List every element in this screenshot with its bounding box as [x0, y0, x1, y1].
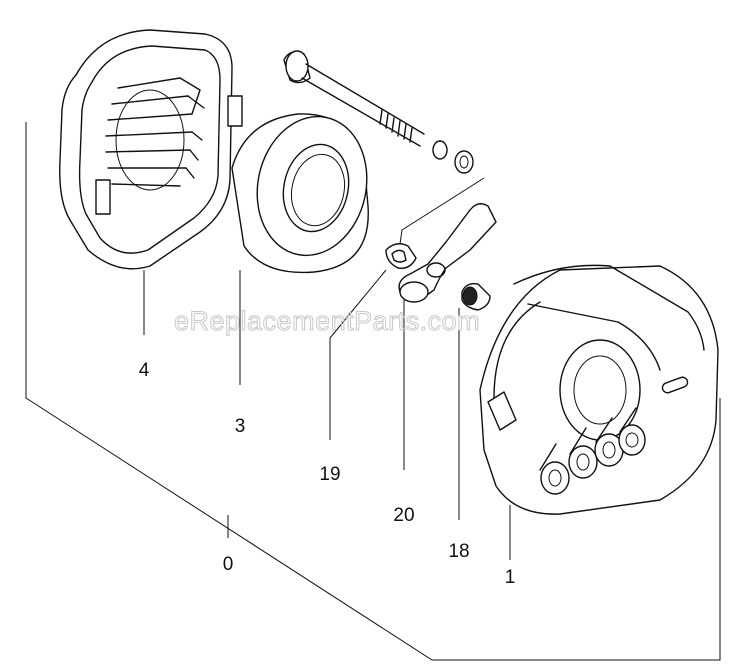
- label-part-0: 0: [223, 554, 234, 575]
- filter-ring-part-3: [231, 113, 369, 385]
- bushing-part-18: [458, 282, 491, 520]
- bolt-and-washers: [283, 50, 485, 245]
- watermark-text: eReplacementParts.com: [174, 306, 480, 336]
- label-part-3: 3: [235, 416, 246, 437]
- label-part-20: 20: [393, 505, 414, 526]
- housing-part-1: [479, 264, 719, 560]
- label-part-18: 18: [448, 541, 469, 562]
- label-part-4: 4: [139, 360, 150, 381]
- label-part-1: 1: [505, 567, 516, 588]
- finned-cover-part-4: [59, 29, 243, 335]
- lever-part-20: [398, 203, 497, 470]
- label-part-19: 19: [319, 464, 340, 485]
- assembly-bracket: [25, 122, 721, 661]
- clip-part-19: [329, 243, 417, 440]
